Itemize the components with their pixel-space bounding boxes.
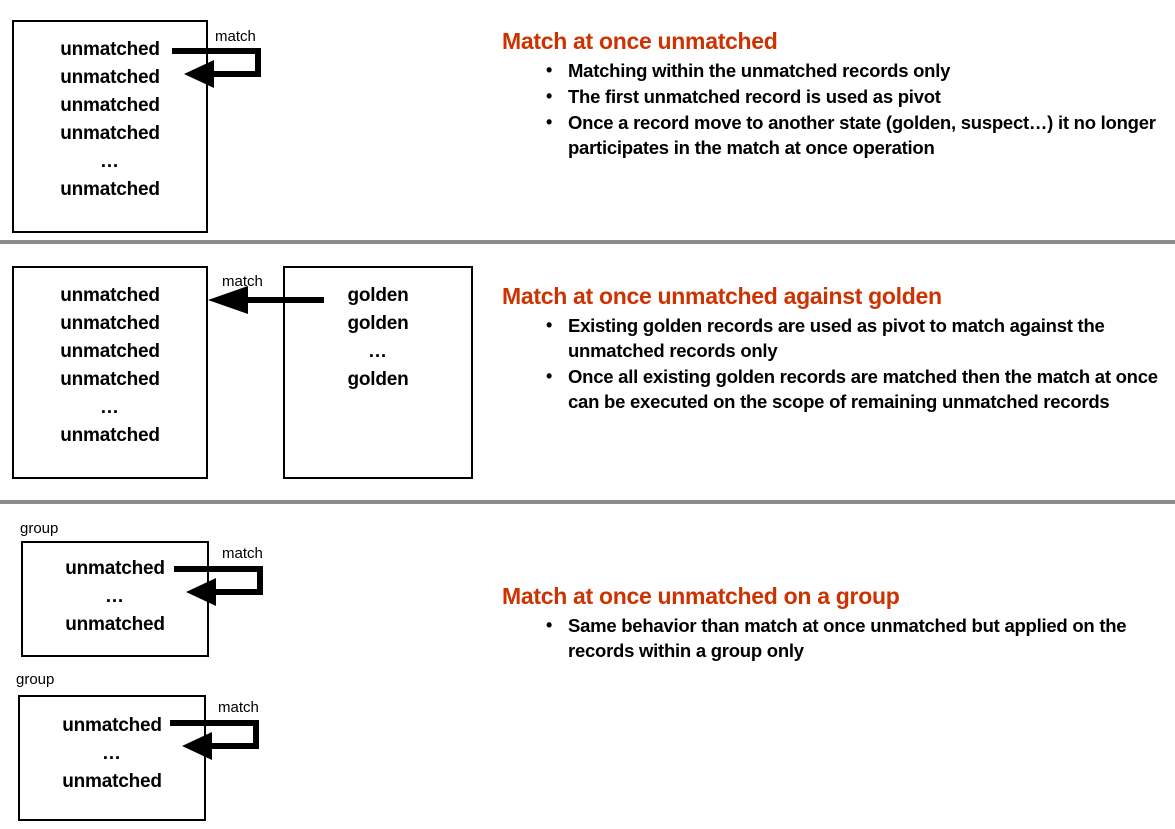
bullet-item: • Existing golden records are used as piv…: [546, 313, 1162, 363]
bullet-item: • Once all existing golden records are ma…: [546, 364, 1162, 414]
bullet-dot-icon: •: [546, 60, 553, 80]
section-heading-1: Match at once unmatched: [502, 28, 778, 54]
bullet-text: Existing golden records are used as pivo…: [568, 315, 1105, 361]
bullet-list-1: • Matching within the unmatched records o…: [502, 58, 1162, 160]
section-divider-1: [0, 240, 1175, 244]
record-item: unmatched: [60, 67, 160, 88]
bullet-dot-icon: •: [546, 86, 553, 106]
match-label-3: match: [222, 545, 263, 562]
record-list: unmatched unmatched unmatched unmatched …: [14, 36, 206, 204]
record-ellipsis: …: [100, 397, 120, 418]
record-ellipsis: …: [100, 151, 120, 172]
match-label-2: match: [222, 273, 263, 290]
section-text-1: Match at once unmatched • Matching within…: [502, 28, 1162, 161]
record-item: unmatched: [65, 558, 165, 579]
bullet-list-2: • Existing golden records are used as piv…: [502, 313, 1162, 414]
group-box-2: unmatched … unmatched: [18, 695, 206, 821]
bullet-text: Once all existing golden records are mat…: [568, 366, 1158, 412]
match-golden-to-unmatched-arrow: [208, 286, 324, 314]
record-item: unmatched: [60, 341, 160, 362]
bullet-list-3: • Same behavior than match at once unmatc…: [502, 613, 1162, 663]
record-item: unmatched: [60, 425, 160, 446]
record-item: unmatched: [62, 715, 162, 736]
match-self-loop-arrow-3: [170, 720, 259, 760]
record-list: unmatched … unmatched: [20, 712, 204, 796]
group-box-1: unmatched … unmatched: [21, 541, 209, 657]
group-label-2: group: [16, 671, 55, 688]
record-item: unmatched: [60, 95, 160, 116]
record-ellipsis: …: [368, 341, 388, 362]
bullet-dot-icon: •: [546, 615, 553, 635]
record-item: unmatched: [60, 123, 160, 144]
record-item: golden: [347, 369, 409, 390]
match-self-loop-arrow-2: [174, 566, 263, 606]
bullet-text: The first unmatched record is used as pi…: [568, 86, 941, 107]
bullet-dot-icon: •: [546, 366, 553, 386]
bullet-dot-icon: •: [546, 112, 553, 132]
record-item: unmatched: [65, 614, 165, 635]
record-ellipsis: …: [105, 586, 125, 607]
unmatched-box-1: unmatched unmatched unmatched unmatched …: [12, 20, 208, 233]
record-list: unmatched unmatched unmatched unmatched …: [14, 282, 206, 450]
group-label-1: group: [20, 520, 59, 537]
section-text-2: Match at once unmatched against golden •…: [502, 283, 1162, 415]
unmatched-box-2: unmatched unmatched unmatched unmatched …: [12, 266, 208, 479]
record-item: golden: [347, 285, 409, 306]
bullet-dot-icon: •: [546, 315, 553, 335]
bullet-text: Matching within the unmatched records on…: [568, 60, 951, 81]
section-divider-2: [0, 500, 1175, 504]
bullet-text: Once a record move to another state (gol…: [568, 112, 1156, 158]
match-label-1: match: [215, 28, 256, 45]
record-item: unmatched: [60, 39, 160, 60]
record-list: golden golden … golden: [285, 282, 471, 394]
record-ellipsis: …: [102, 743, 122, 764]
section-heading-3: Match at once unmatched on a group: [502, 583, 900, 609]
record-item: unmatched: [60, 179, 160, 200]
record-item: unmatched: [60, 313, 160, 334]
bullet-item: • The first unmatched record is used as p…: [546, 84, 1162, 109]
match-label-4: match: [218, 699, 259, 716]
record-item: golden: [347, 313, 409, 334]
record-list: unmatched … unmatched: [23, 555, 207, 639]
bullet-item: • Once a record move to another state (go…: [546, 110, 1162, 160]
bullet-item: • Matching within the unmatched records o…: [546, 58, 1162, 83]
section-heading-2: Match at once unmatched against golden: [502, 283, 942, 309]
bullet-text: Same behavior than match at once unmatch…: [568, 615, 1127, 661]
section-text-3: Match at once unmatched on a group • Same…: [502, 583, 1162, 664]
match-self-loop-arrow-1: [172, 48, 261, 88]
bullet-item: • Same behavior than match at once unmatc…: [546, 613, 1162, 663]
record-item: unmatched: [60, 285, 160, 306]
record-item: unmatched: [60, 369, 160, 390]
record-item: unmatched: [62, 771, 162, 792]
